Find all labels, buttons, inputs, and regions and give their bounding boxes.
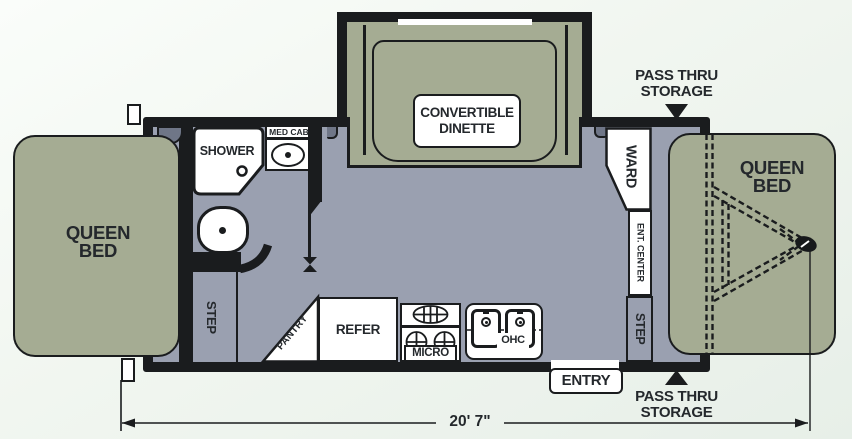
pass-thru-top-text: PASS THRU STORAGE bbox=[635, 66, 718, 100]
ent-center-cabinet bbox=[628, 210, 652, 296]
refer-label: REFER bbox=[320, 321, 396, 339]
ward-label: WARD bbox=[615, 134, 645, 200]
step-left-text: STEP bbox=[203, 300, 219, 334]
ent-center-label: ENT. CENTER bbox=[629, 212, 651, 294]
ohc-label: OHC bbox=[497, 333, 529, 348]
queen-bed-right-text: QUEEN BED bbox=[739, 157, 805, 196]
pass-thru-top-label: PASS THRU STORAGE bbox=[606, 66, 747, 102]
micro-label-box bbox=[404, 345, 457, 362]
queen-bed-right-label: QUEEN BED bbox=[718, 153, 826, 201]
dinette-seatback-left bbox=[363, 25, 366, 155]
wall-notch-ward-left bbox=[594, 127, 606, 138]
pass-thru-arrow-bottom-icon bbox=[665, 370, 688, 385]
entry-label: ENTRY bbox=[549, 369, 623, 393]
step-right-text: STEP bbox=[633, 313, 647, 345]
bathroom-right-wall bbox=[308, 122, 322, 202]
med-cab-label: MED CAB bbox=[265, 126, 313, 138]
dimension-length-text: 20' 7" bbox=[449, 412, 491, 430]
bathroom-door-panel bbox=[308, 214, 311, 260]
micro-text: MICRO bbox=[412, 346, 449, 359]
interior-left-wall bbox=[179, 125, 193, 362]
bathroom-bottom-wall bbox=[179, 252, 241, 272]
med-cab-text: MED CAB bbox=[269, 126, 309, 137]
dimension-arrow-left-icon bbox=[122, 418, 135, 428]
shower-text: SHOWER bbox=[199, 143, 255, 158]
range-divider bbox=[401, 325, 460, 328]
sink-drain-right-dot bbox=[518, 320, 522, 324]
queen-bed-left-text: QUEEN BED bbox=[65, 222, 131, 261]
dinette-seatback-right bbox=[565, 25, 568, 155]
micro-label: MICRO bbox=[404, 346, 457, 361]
step-left-divider bbox=[236, 270, 238, 362]
refrigerator bbox=[318, 297, 398, 362]
ent-center-text: ENT. CENTER bbox=[635, 223, 646, 283]
dinette-cushion-outline bbox=[372, 40, 557, 162]
entry-text: ENTRY bbox=[561, 372, 611, 390]
dimension-arrow-right-icon bbox=[795, 418, 808, 428]
toilet-drain bbox=[219, 227, 226, 234]
sink-drain-left-dot bbox=[484, 320, 488, 324]
wall-notch-dinette-left bbox=[327, 127, 338, 139]
dimension-length-label: 20' 7" bbox=[436, 412, 504, 432]
queen-bed-left-label: QUEEN BED bbox=[44, 218, 152, 266]
queen-bed-left bbox=[13, 135, 180, 357]
sink-bowl-left bbox=[471, 309, 501, 348]
dinette-table bbox=[413, 94, 521, 148]
step-right-label: STEP bbox=[626, 298, 653, 360]
shower-label: SHOWER bbox=[191, 143, 263, 159]
step-left-label: STEP bbox=[197, 287, 225, 347]
slideout-rail bbox=[398, 19, 532, 25]
faucet-left-icon bbox=[483, 309, 489, 314]
convertible-dinette-text: CONVERTIBLE DINETTE bbox=[420, 105, 514, 136]
faucet-right-icon bbox=[517, 309, 523, 314]
bed-latch-top bbox=[127, 104, 141, 125]
ward-text: WARD bbox=[622, 145, 639, 189]
bed-latch-bottom bbox=[121, 358, 135, 382]
entry-label-box bbox=[549, 368, 623, 394]
convertible-dinette-label: CONVERTIBLE DINETTE bbox=[415, 96, 519, 146]
pass-thru-bottom-label: PASS THRU STORAGE bbox=[606, 387, 747, 423]
ohc-text: OHC bbox=[501, 333, 525, 346]
step-right-box bbox=[626, 296, 653, 362]
med-cab-sink-drain bbox=[285, 152, 291, 158]
refer-text: REFER bbox=[335, 321, 381, 337]
pass-thru-bottom-text: PASS THRU STORAGE bbox=[635, 387, 718, 421]
